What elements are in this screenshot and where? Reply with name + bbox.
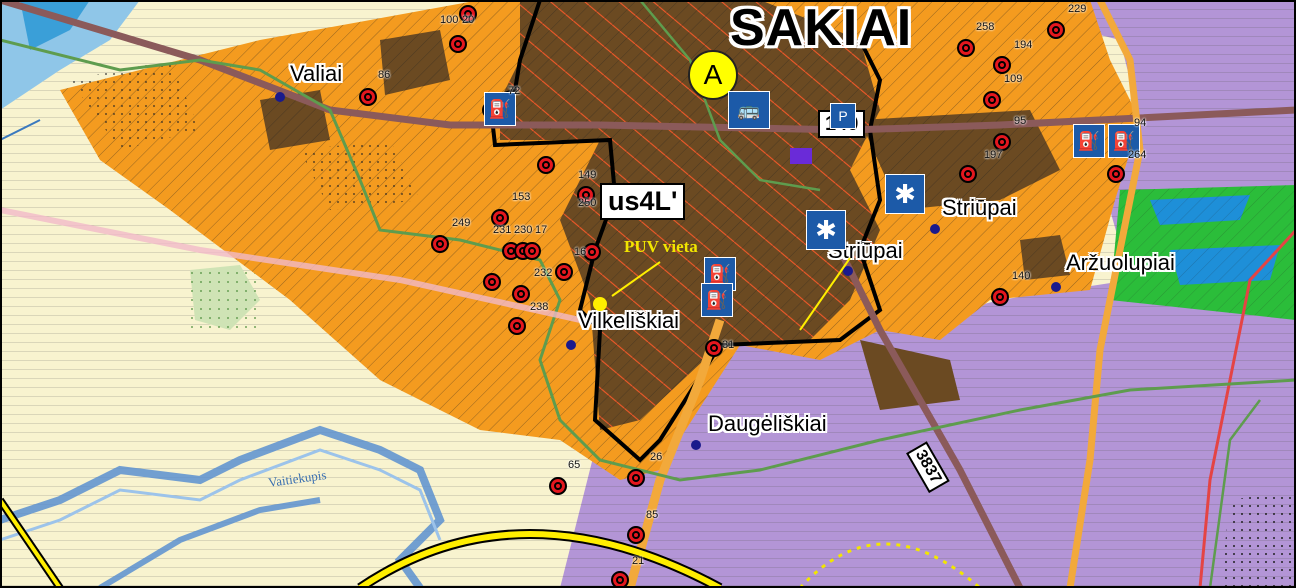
- point-number: 231: [493, 224, 512, 236]
- zone-label-box[interactable]: us4L': [600, 183, 686, 220]
- point-number: 258: [976, 21, 995, 33]
- point-number: 65: [568, 459, 581, 471]
- fuel-station-icon[interactable]: ⛽: [1073, 124, 1105, 158]
- point-number: 95: [1014, 115, 1027, 127]
- point-number: 249: [452, 217, 471, 229]
- point-marker[interactable]: [1107, 165, 1125, 183]
- point-number: 16: [574, 246, 587, 258]
- point-number: 197: [984, 149, 1003, 161]
- point-number: 230: [514, 224, 533, 236]
- point-number: 232: [534, 267, 553, 279]
- point-number: 94: [1134, 117, 1147, 129]
- point-marker[interactable]: [993, 56, 1011, 74]
- point-marker[interactable]: [705, 339, 723, 357]
- point-number: 264: [1128, 149, 1147, 161]
- place-label-arzuolupiai: Aržuolupiai: [1066, 250, 1175, 275]
- puv-label: PUV vieta: [624, 237, 698, 256]
- point-marker[interactable]: [483, 273, 501, 291]
- settlement-dot: [930, 224, 940, 234]
- point-number: 26: [650, 451, 663, 463]
- point-marker[interactable]: [549, 477, 567, 495]
- point-marker[interactable]: [449, 35, 467, 53]
- fuel-station-icon[interactable]: ⛽: [484, 92, 516, 126]
- green-boundary: [0, 38, 1296, 482]
- point-marker[interactable]: [983, 91, 1001, 109]
- point-number: 194: [1014, 39, 1033, 51]
- settlement-dot: [691, 440, 701, 450]
- puv-point[interactable]: [593, 297, 607, 311]
- settlement-dot: [1051, 282, 1061, 292]
- point-number: 72: [508, 85, 521, 97]
- parking-icon[interactable]: P: [830, 103, 856, 129]
- point-marker[interactable]: [512, 285, 530, 303]
- snowflake-icon[interactable]: ✱: [806, 210, 846, 250]
- point-marker[interactable]: [583, 243, 601, 261]
- point-marker[interactable]: [959, 165, 977, 183]
- settlement-dot: [566, 340, 576, 350]
- settlement-dot: [275, 92, 285, 102]
- point-number: 153: [512, 191, 531, 203]
- point-marker[interactable]: [508, 317, 526, 335]
- snowflake-icon[interactable]: ✱: [885, 174, 925, 214]
- point-number: 229: [1068, 3, 1087, 15]
- point-marker[interactable]: [627, 469, 645, 487]
- place-label-daugeliskiai: Daugėliškiai: [708, 411, 827, 436]
- place-label-striupai-1: Striūpai: [942, 195, 1017, 220]
- point-number: 20: [462, 14, 475, 26]
- point-marker[interactable]: [627, 526, 645, 544]
- point-marker[interactable]: [359, 88, 377, 106]
- fuel-station-icon[interactable]: ⛽: [701, 283, 733, 317]
- bus-stop-icon[interactable]: 🚌: [728, 91, 770, 129]
- point-number: 85: [646, 509, 659, 521]
- fuel-station-icon[interactable]: ⛽: [1108, 124, 1140, 158]
- point-number: 238: [530, 301, 549, 313]
- point-number: 31: [722, 339, 735, 351]
- point-number: 140: [1012, 270, 1031, 282]
- point-number: 86: [378, 69, 391, 81]
- point-marker[interactable]: [459, 5, 477, 23]
- map-title: SAKIAI: [730, 0, 913, 57]
- point-marker[interactable]: [523, 242, 541, 260]
- point-number: 250: [578, 197, 597, 209]
- place-label-valiai: Valiai: [290, 61, 343, 86]
- point-number: 109: [1004, 73, 1023, 85]
- point-marker[interactable]: [993, 133, 1011, 151]
- point-marker[interactable]: [555, 263, 573, 281]
- point-number: 21: [632, 555, 645, 567]
- point-number: 100: [440, 14, 459, 26]
- place-label-vilkeliskiai: Vilkeliškiai: [578, 308, 680, 333]
- point-marker[interactable]: [491, 209, 509, 227]
- point-marker[interactable]: [577, 186, 595, 204]
- point-number: 149: [578, 169, 597, 181]
- point-marker[interactable]: [957, 39, 975, 57]
- road-main: [0, 0, 1296, 134]
- circle-marker-letter: A: [703, 59, 723, 90]
- canal: [0, 425, 445, 588]
- point-marker[interactable]: [431, 235, 449, 253]
- place-label-striupai-2: Striūpai: [828, 238, 903, 263]
- point-number: 17: [535, 224, 548, 236]
- point-marker[interactable]: [537, 156, 555, 174]
- point-marker[interactable]: [611, 571, 629, 588]
- settlement-dot: [843, 266, 853, 276]
- road-3837: [826, 228, 1024, 588]
- point-marker[interactable]: [1047, 21, 1065, 39]
- point-marker[interactable]: [991, 288, 1009, 306]
